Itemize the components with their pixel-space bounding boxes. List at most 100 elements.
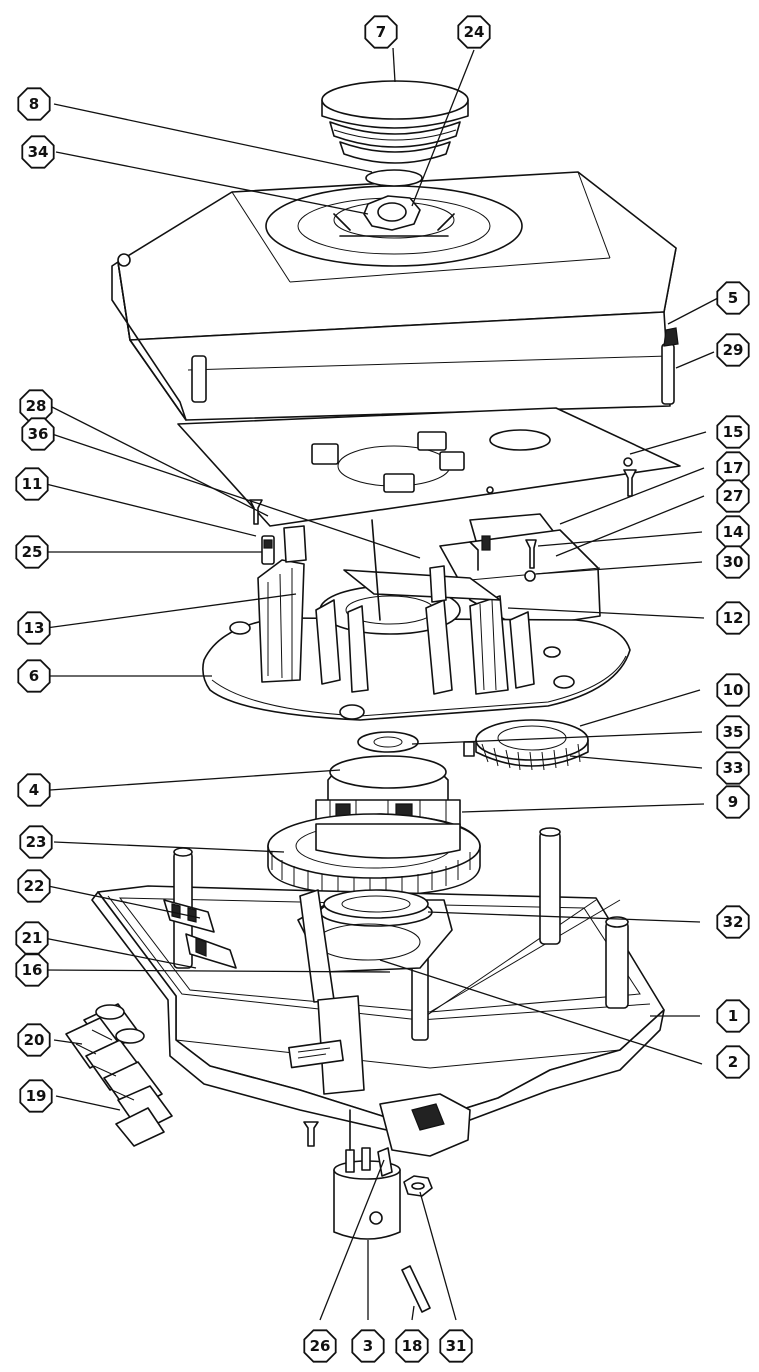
part-badge-octagon	[716, 673, 750, 707]
part-label-31: 31	[446, 1337, 467, 1355]
part-badge-20: 20	[17, 1023, 51, 1057]
part-badge-1: 1	[716, 999, 750, 1033]
part-badge-4: 4	[17, 773, 51, 807]
part-label-1: 1	[728, 1007, 738, 1025]
part-badge-octagon	[17, 773, 51, 807]
part-label-12: 12	[723, 609, 744, 627]
part-badge-octagon	[716, 999, 750, 1033]
part-badge-31: 31	[439, 1329, 473, 1363]
part-badge-6: 6	[17, 659, 51, 693]
part-badge-9: 9	[716, 785, 750, 819]
part-badge-14: 14	[716, 515, 750, 549]
part-label-24: 24	[464, 23, 485, 41]
part-badge-octagon	[439, 1329, 473, 1363]
part-badge-octagon	[17, 659, 51, 693]
part-badge-octagon	[457, 15, 491, 49]
part-badge-7: 7	[364, 15, 398, 49]
leader-lines	[43, 47, 719, 1321]
part-label-10: 10	[723, 681, 744, 699]
switch-board-plate	[177, 407, 681, 527]
part-badge-24: 24	[457, 15, 491, 49]
part-label-29: 29	[723, 341, 744, 359]
part-badge-octagon	[15, 953, 49, 987]
part-badge-octagon	[716, 601, 750, 635]
part-badge-octagon	[17, 869, 51, 903]
part-label-20: 20	[24, 1031, 45, 1049]
part-badge-octagon	[19, 1079, 53, 1113]
part-badge-octagon	[395, 1329, 429, 1363]
part-label-9: 9	[728, 793, 738, 811]
part-badge-30: 30	[716, 545, 750, 579]
part-badge-octagon	[15, 921, 49, 955]
part-label-18: 18	[402, 1337, 423, 1355]
part-label-5: 5	[728, 289, 738, 307]
part-badge-26: 26	[303, 1329, 337, 1363]
part-label-34: 34	[28, 143, 49, 161]
part-badge-octagon	[19, 825, 53, 859]
part-label-8: 8	[29, 95, 39, 113]
part-label-27: 27	[723, 487, 744, 505]
part-label-36: 36	[28, 425, 49, 443]
cable-glands	[65, 1003, 173, 1147]
part-badge-octagon	[716, 479, 750, 513]
part-badge-28: 28	[19, 389, 53, 423]
part-label-16: 16	[22, 961, 43, 979]
part-badge-octagon	[21, 135, 55, 169]
part-badge-33: 33	[716, 751, 750, 785]
part-badge-octagon	[364, 15, 398, 49]
part-badge-3: 3	[351, 1329, 385, 1363]
part-label-4: 4	[29, 781, 39, 799]
part-badge-octagon	[716, 785, 750, 819]
part-badge-octagon	[716, 415, 750, 449]
part-label-21: 21	[22, 929, 43, 947]
base-housing	[91, 827, 665, 1157]
part-label-32: 32	[723, 913, 744, 931]
part-badge-11: 11	[15, 467, 49, 501]
small-gear	[463, 719, 589, 771]
part-badge-octagon	[716, 333, 750, 367]
part-label-7: 7	[376, 23, 386, 41]
part-badge-octagon	[716, 1045, 750, 1079]
part-label-33: 33	[723, 759, 744, 777]
large-gear	[267, 813, 481, 897]
part-label-2: 2	[728, 1053, 738, 1071]
part-badge-octagon	[17, 611, 51, 645]
part-label-13: 13	[24, 619, 45, 637]
cover-housing	[111, 169, 679, 421]
part-badge-octagon	[17, 87, 51, 121]
part-label-19: 19	[26, 1087, 47, 1105]
part-badge-octagon	[351, 1329, 385, 1363]
part-label-35: 35	[723, 723, 744, 741]
part-badge-15: 15	[716, 415, 750, 449]
part-badge-8: 8	[17, 87, 51, 121]
part-label-11: 11	[22, 475, 43, 493]
part-badge-octagon	[15, 535, 49, 569]
part-label-15: 15	[723, 423, 744, 441]
part-label-23: 23	[26, 833, 47, 851]
part-badge-23: 23	[19, 825, 53, 859]
mount-plate-assembly	[202, 519, 631, 721]
part-label-6: 6	[29, 667, 39, 685]
part-badge-octagon	[716, 715, 750, 749]
part-badge-29: 29	[716, 333, 750, 367]
part-badge-35: 35	[716, 715, 750, 749]
part-badge-36: 36	[21, 417, 55, 451]
part-badge-27: 27	[716, 479, 750, 513]
part-label-17: 17	[723, 459, 744, 477]
part-badge-octagon	[716, 281, 750, 315]
part-badge-18: 18	[395, 1329, 429, 1363]
part-label-28: 28	[26, 397, 47, 415]
part-badge-25: 25	[15, 535, 49, 569]
part-badge-octagon	[716, 905, 750, 939]
part-badge-12: 12	[716, 601, 750, 635]
part-badge-22: 22	[17, 869, 51, 903]
part-label-26: 26	[310, 1337, 331, 1355]
part-badge-2: 2	[716, 1045, 750, 1079]
part-label-3: 3	[363, 1337, 373, 1355]
part-badge-octagon	[21, 417, 55, 451]
part-label-badges: 1234567891011121314151617181920212223242…	[15, 15, 750, 1363]
part-badge-octagon	[716, 751, 750, 785]
part-badge-17: 17	[716, 451, 750, 485]
part-badge-5: 5	[716, 281, 750, 315]
